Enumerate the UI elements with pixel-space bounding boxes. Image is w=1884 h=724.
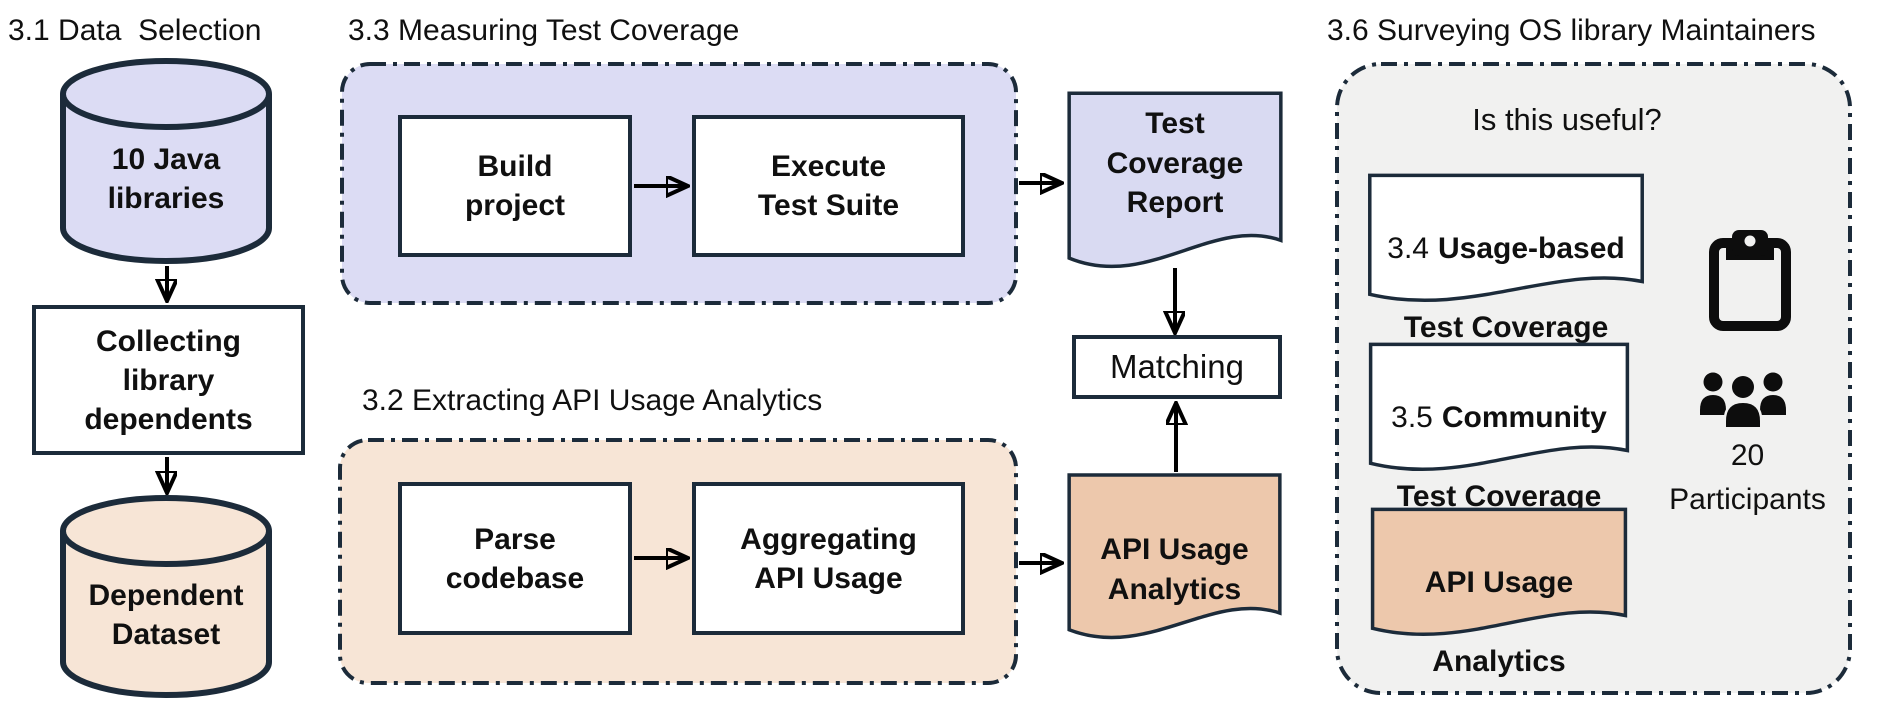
section-3-3-title: 3.3 Measuring Test Coverage [348, 14, 740, 47]
document-shape [1367, 173, 1645, 313]
java-libraries-label: 10 Java libraries [107, 143, 225, 215]
test-coverage-report-label: Test Coverage Report [1106, 107, 1244, 220]
section-3-2-title: 3.2 Extracting API Usage Analytics [362, 384, 823, 417]
database-cylinder-shape [60, 495, 272, 698]
survey-question: Is this useful? [1472, 102, 1662, 137]
clipboard-icon [1706, 228, 1794, 332]
java-libraries-database-icon [55, 56, 277, 268]
doc-number: 3.5 [1391, 400, 1433, 434]
dependent-dataset-label: Dependent Dataset [88, 579, 244, 651]
section-3-1-title: 3.1 Data Selection [8, 14, 262, 47]
people-icon [1698, 370, 1788, 430]
test-coverage-report-document: Test Coverage Report [1067, 90, 1283, 284]
section-3-6-title: 3.6 Surveying OS library Maintainers [1327, 14, 1816, 47]
parse-codebase-box: Parse codebase [398, 482, 632, 635]
collecting-dependents-box: Collecting library dependents [32, 305, 305, 455]
document-shape [1368, 342, 1630, 482]
document-shape [1067, 472, 1282, 654]
matching-box: Matching [1072, 335, 1282, 399]
survey-api-usage-label: API Usage Analytics [1424, 565, 1574, 678]
participants-label: 20 Participants [1669, 439, 1826, 516]
doc-number: 3.4 [1387, 231, 1429, 265]
execute-test-suite-box: Execute Test Suite [692, 115, 965, 257]
document-shape [1067, 90, 1283, 284]
survey-api-usage-document: API Usage Analytics [1370, 507, 1628, 678]
api-usage-analytics-label: API Usage Analytics [1100, 533, 1249, 606]
build-project-box: Build project [398, 115, 632, 257]
matching-label: Matching [1110, 348, 1244, 385]
document-shape [1370, 507, 1628, 647]
database-cylinder-shape [60, 58, 272, 264]
aggregating-api-usage-box: Aggregating API Usage [692, 482, 965, 635]
api-usage-analytics-document: API Usage Analytics [1067, 472, 1282, 654]
dependent-dataset-database-icon [55, 494, 277, 702]
